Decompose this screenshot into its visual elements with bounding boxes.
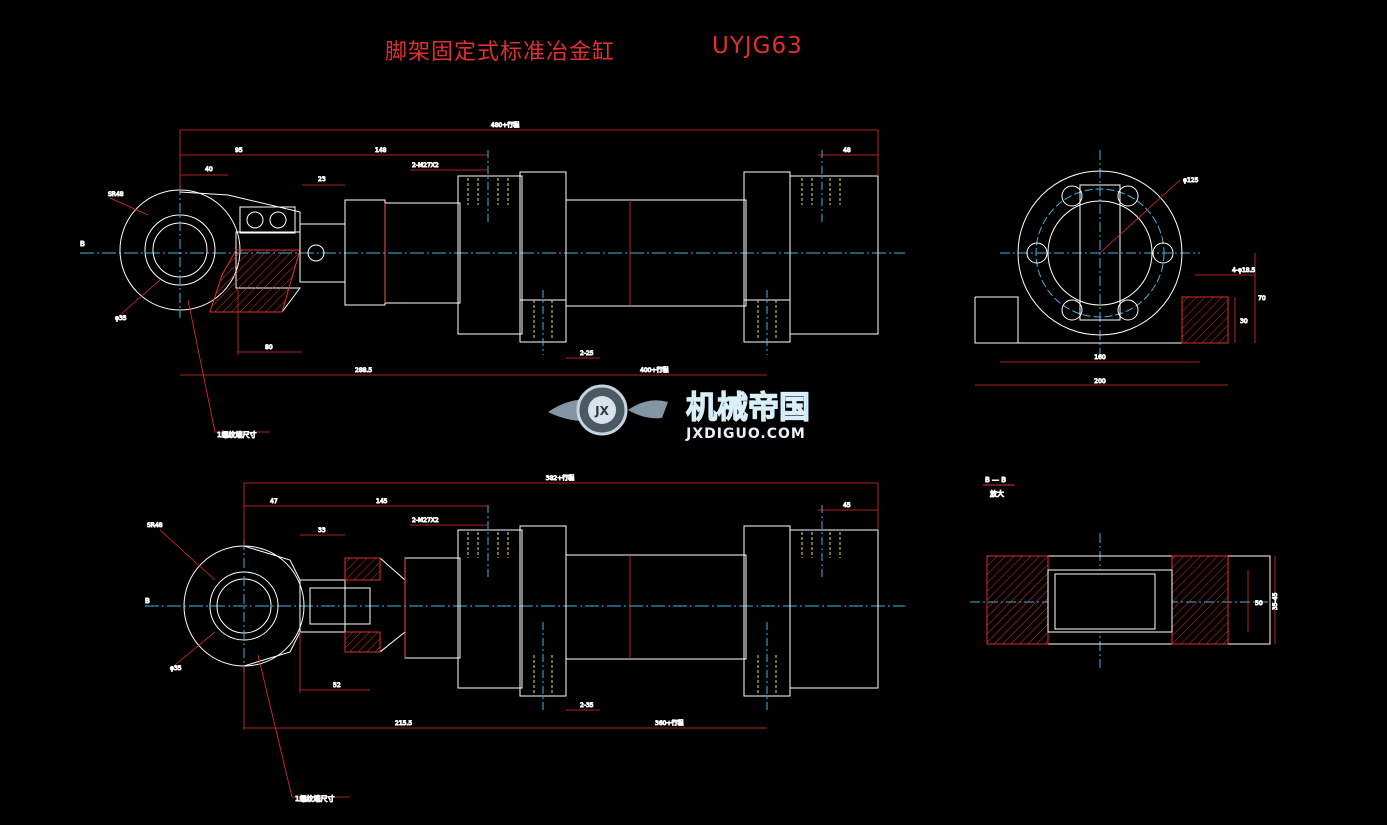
- dim-sr-top: SR48: [108, 191, 124, 198]
- dim-stroke-top: 400+行程: [640, 366, 668, 374]
- dim-overall-bottom: 382+行程: [546, 474, 574, 482]
- watermark-url: JXDIGUO.COM: [685, 426, 806, 442]
- model-number: UYJG63: [712, 33, 803, 59]
- view-mark-b-top: B: [80, 240, 85, 248]
- dim-215-bottom: 215.5: [395, 720, 412, 727]
- section-scale: 放大: [990, 489, 1004, 498]
- dim-23-top: 23: [318, 176, 326, 183]
- dim-225-top: 2-25: [580, 350, 594, 357]
- section-label: B — B: [985, 476, 1006, 484]
- dim-160: 160: [1094, 354, 1106, 361]
- emblem-text: JX: [594, 404, 609, 418]
- watermark-logo: JX 机械帝国 JXDIGUO.COM: [548, 384, 811, 442]
- dim-47-bottom: 47: [270, 498, 278, 505]
- dim-sr-bottom: SR48: [147, 522, 163, 529]
- dim-40-top: 40: [205, 166, 213, 173]
- top-elevation-view: 480+行程 40 95 148 23 2-M27X2 48 SR48 φ35 …: [80, 121, 905, 440]
- dim-80-top: 80: [265, 344, 273, 351]
- section-bb-view: B — B 放大 50 35-45: [970, 476, 1280, 668]
- note-top: 1螺纹端尺寸: [217, 430, 256, 439]
- dim-stroke-bottom: 360+行程: [655, 719, 683, 727]
- dim-95-top: 95: [235, 147, 243, 154]
- view-mark-b-bottom: B: [145, 597, 150, 605]
- dim-overall-top: 480+行程: [491, 121, 519, 129]
- side-view: φ125 4-φ18.5 70 30 160 200: [974, 150, 1266, 386]
- dim-ports-top: 2-M27X2: [412, 162, 439, 169]
- dim-48-top: 48: [843, 147, 851, 154]
- dim-52-bottom: 52: [333, 682, 341, 689]
- dim-sec-35: 35-45: [1272, 592, 1279, 610]
- rod-eye-bore: [152, 222, 208, 278]
- dim-ports-bottom: 2-M27X2: [412, 517, 439, 524]
- drawing-title: 脚架固定式标准冶金缸: [385, 40, 616, 65]
- dim-30: 30: [1240, 318, 1248, 325]
- dim-4holes: 4-φ18.5: [1232, 267, 1255, 274]
- bottom-elevation-view: 382+行程 47 145 33 2-M27X2 45 SR48 φ35 52 …: [145, 474, 905, 804]
- dim-phi35-top: φ35: [115, 315, 127, 322]
- watermark-cn: 机械帝国: [686, 390, 810, 426]
- dim-200: 200: [1094, 378, 1106, 385]
- note-bottom: 1螺纹端尺寸: [295, 794, 334, 803]
- dim-45-bottom: 45: [843, 502, 851, 509]
- dim-sec-50: 50: [1255, 600, 1263, 607]
- dim-70: 70: [1258, 295, 1266, 302]
- dim-288-top: 288.5: [355, 367, 372, 374]
- dim-phi125: φ125: [1183, 177, 1199, 184]
- dim-33-bottom: 33: [318, 527, 326, 534]
- dim-145-bottom: 145: [376, 498, 388, 505]
- dim-phi35-bottom: φ35: [170, 665, 182, 672]
- dim-235-bottom: 2-35: [580, 702, 594, 709]
- dim-148-top: 148: [375, 147, 387, 154]
